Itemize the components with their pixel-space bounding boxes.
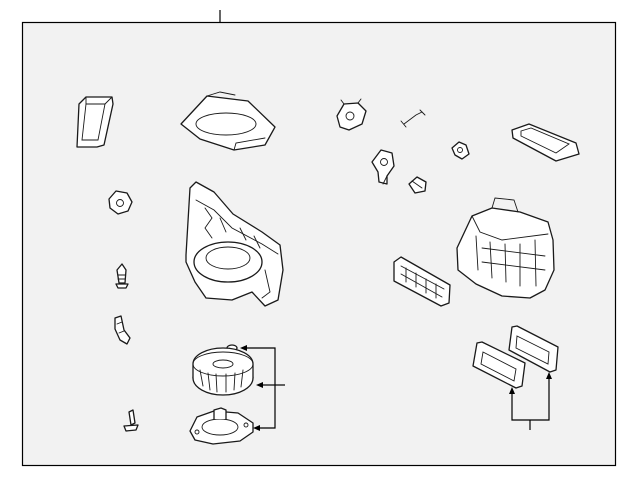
drain-hose <box>114 315 131 345</box>
mode-actuator <box>371 149 395 185</box>
filter-cover <box>180 91 276 151</box>
actuator-left <box>108 190 133 215</box>
bulb-socket <box>408 176 427 194</box>
blower-group-bracket <box>240 345 285 431</box>
cabin-filter-door-seal <box>76 96 114 148</box>
air-filter-upper <box>508 325 559 373</box>
bolt <box>115 263 129 289</box>
vent-duct <box>393 256 451 307</box>
control-cable <box>400 109 426 128</box>
blower-fan-wheel <box>192 347 254 396</box>
filter-group-bracket <box>509 372 552 430</box>
duct-seal-ring <box>511 123 580 162</box>
air-filter-lower <box>472 341 526 389</box>
actuator-upper <box>336 98 367 131</box>
screw <box>123 409 139 432</box>
blower-housing <box>185 181 284 307</box>
evaporator-heater-case <box>456 197 555 299</box>
sensor <box>451 141 470 160</box>
blower-motor <box>189 407 254 445</box>
